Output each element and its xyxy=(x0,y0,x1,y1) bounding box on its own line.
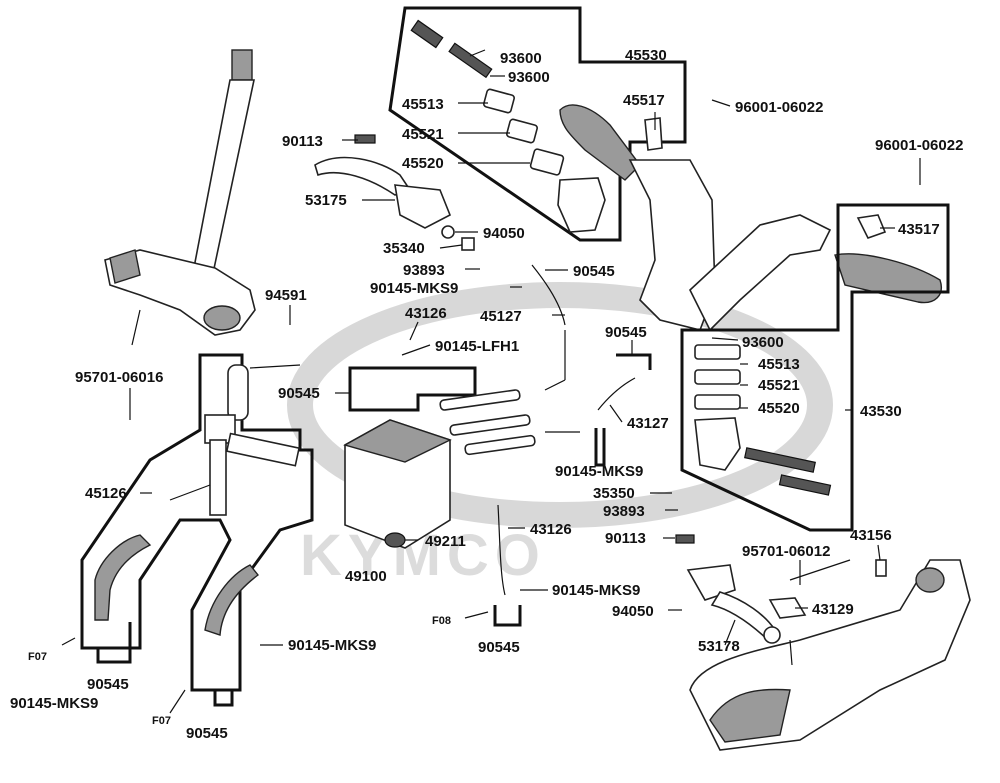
label-f07: F07 xyxy=(152,715,171,727)
label-45520: 45520 xyxy=(758,400,800,417)
label-90113: 90113 xyxy=(605,530,646,547)
frame-43530 xyxy=(680,203,950,532)
label-90545: 90545 xyxy=(478,639,520,656)
label-94591: 94591 xyxy=(265,287,307,304)
steering-stem xyxy=(104,49,256,336)
label-94050: 94050 xyxy=(612,603,654,620)
frame-90545-right xyxy=(616,353,652,370)
label-f08: F08 xyxy=(432,615,451,627)
label-45520: 45520 xyxy=(402,155,444,172)
label-43517: 43517 xyxy=(898,221,940,238)
label-90145-lfh1: 90145-LFH1 xyxy=(435,338,519,355)
label-90545: 90545 xyxy=(605,324,647,341)
label-35340: 35340 xyxy=(383,240,425,257)
label-95701-06016: 95701-06016 xyxy=(75,369,163,386)
label-45521: 45521 xyxy=(758,377,800,394)
label-90145-mks9: 90145-MKS9 xyxy=(288,637,376,654)
label-90145-mks9: 90145-MKS9 xyxy=(552,582,640,599)
label-93600: 93600 xyxy=(500,50,542,67)
label-93893: 93893 xyxy=(603,503,645,520)
frame-90545-center-bottom xyxy=(493,605,522,627)
label-45513: 45513 xyxy=(402,96,444,113)
frame-45530 xyxy=(388,6,687,242)
label-f07: F07 xyxy=(28,651,47,663)
label-90545: 90545 xyxy=(186,725,228,742)
label-43530: 43530 xyxy=(860,403,902,420)
frame-90145-right xyxy=(594,428,606,467)
label-90145-mks9: 90145-MKS9 xyxy=(370,280,458,297)
label-43126: 43126 xyxy=(530,521,572,538)
left-switch-parts xyxy=(410,19,663,233)
label-45517: 45517 xyxy=(623,92,665,109)
label-45513: 45513 xyxy=(758,356,800,373)
frame-90545-lower-mid xyxy=(213,690,234,707)
left-brake-lever xyxy=(314,134,475,251)
handlebar xyxy=(559,104,942,332)
master-cylinder-left xyxy=(94,364,300,636)
label-93600: 93600 xyxy=(508,69,550,86)
label-45530: 45530 xyxy=(625,47,667,64)
label-93893: 93893 xyxy=(403,262,445,279)
label-49100: 49100 xyxy=(345,568,387,585)
label-43129: 43129 xyxy=(812,601,854,618)
frame-90545-bolts xyxy=(348,366,477,412)
rear-frame xyxy=(689,559,971,751)
label-49211: 49211 xyxy=(425,533,466,550)
label-90545: 90545 xyxy=(278,385,320,402)
label-90545: 90545 xyxy=(573,263,615,280)
abs-unit xyxy=(343,419,452,549)
label-93600: 93600 xyxy=(742,334,784,351)
center-hoses xyxy=(439,264,636,596)
label-43127: 43127 xyxy=(627,415,669,432)
frame-45126 xyxy=(80,353,314,692)
leader-lines xyxy=(61,49,921,714)
label-53178: 53178 xyxy=(698,638,740,655)
label-96001-06022: 96001-06022 xyxy=(875,137,963,154)
label-90145-mks9: 90145-MKS9 xyxy=(555,463,643,480)
label-90145-mks9: 90145-MKS9 xyxy=(10,695,98,712)
label-43126: 43126 xyxy=(405,305,447,322)
label-96001-06022: 96001-06022 xyxy=(735,99,823,116)
frame-90545-lower-left xyxy=(96,622,132,664)
label-45521: 45521 xyxy=(402,126,444,143)
right-brake-lever xyxy=(675,534,807,644)
label-43156: 43156 xyxy=(850,527,892,544)
label-90545: 90545 xyxy=(87,676,129,693)
label-45127: 45127 xyxy=(480,308,522,325)
label-53175: 53175 xyxy=(305,192,347,209)
label-35350: 35350 xyxy=(593,485,635,502)
label-90113: 90113 xyxy=(282,133,323,150)
label-95701-06012: 95701-06012 xyxy=(742,543,830,560)
label-45126: 45126 xyxy=(85,485,127,502)
label-94050: 94050 xyxy=(483,225,525,242)
right-switch-parts xyxy=(694,214,887,496)
